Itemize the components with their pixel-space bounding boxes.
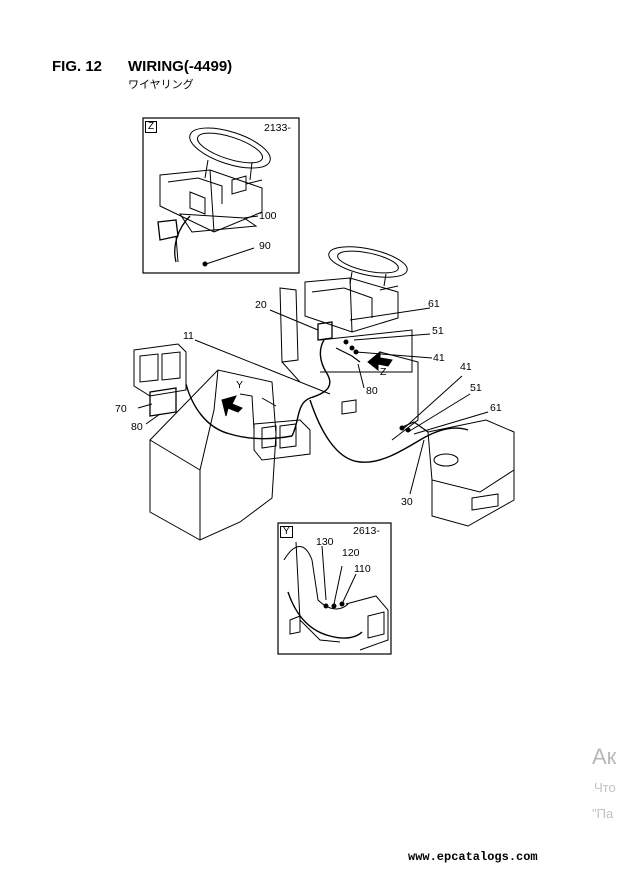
figure-title: WIRING(-4499) bbox=[128, 58, 233, 75]
part-number: 20 bbox=[255, 299, 267, 311]
inset-z-tag: Z bbox=[145, 121, 158, 133]
part-number: 41 bbox=[460, 361, 472, 373]
inset-y-drawing bbox=[277, 522, 392, 655]
watermark-line-1: Ак bbox=[592, 744, 617, 769]
figure-number: FIG. 12 bbox=[52, 58, 103, 75]
part-number: 110 bbox=[354, 563, 371, 575]
part-number: 80 bbox=[366, 385, 378, 397]
figure-subtitle: ワイヤリング bbox=[128, 79, 194, 91]
part-number: 80 bbox=[131, 421, 143, 433]
watermark-line-2: Что bbox=[594, 780, 616, 795]
footer-url[interactable]: www.epcatalogs.com bbox=[408, 850, 538, 864]
part-number: 70 bbox=[115, 403, 127, 415]
part-number: 120 bbox=[342, 547, 360, 559]
inset-y-serial: 2613- bbox=[353, 525, 380, 537]
inset-y-tag: Y bbox=[280, 526, 293, 538]
part-number: 130 bbox=[316, 536, 334, 548]
inset-z-drawing bbox=[142, 117, 300, 274]
inset-z-serial: 2133- bbox=[264, 122, 291, 134]
part-number: 30 bbox=[401, 496, 413, 508]
part-number: 41 bbox=[433, 352, 445, 364]
part-number: 11 bbox=[183, 330, 194, 342]
part-number: 51 bbox=[470, 382, 482, 394]
part-number: 61 bbox=[490, 402, 502, 414]
part-number: 61 bbox=[428, 298, 440, 310]
watermark-line-3: "Па bbox=[592, 806, 614, 821]
part-number: 51 bbox=[432, 325, 444, 337]
part-number: 90 bbox=[259, 240, 271, 252]
view-label-z: Z bbox=[380, 366, 387, 378]
view-label-y: Y bbox=[236, 379, 244, 391]
main-drawing bbox=[133, 246, 515, 541]
part-number: 100 bbox=[259, 210, 277, 222]
